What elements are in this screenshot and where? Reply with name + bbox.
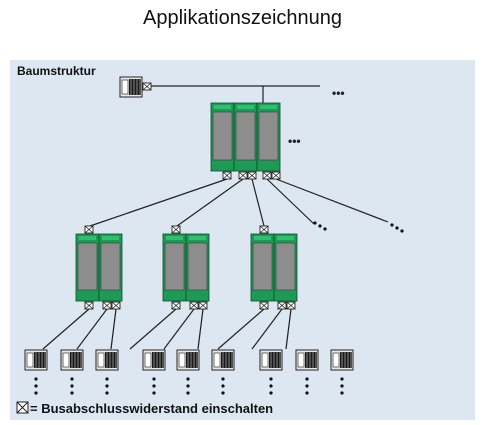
device-line [110, 308, 117, 350]
tree-structure-diagram: Baumstruktur = Busabschlusswiderstand ei… [10, 60, 475, 420]
end-device-continuation-dots [186, 377, 190, 395]
end-device-continuation-dots [340, 377, 344, 395]
branch-continuation-dots [390, 223, 404, 233]
legend: = Busabschlusswiderstand einschalten [16, 401, 273, 416]
master-terminator-icon [142, 82, 152, 91]
module-continuation-dots: ••• [288, 134, 301, 148]
device-line [251, 308, 283, 350]
sub-module-terminator-right1 [189, 301, 199, 310]
top-module-terminator-mid2 [247, 171, 257, 180]
top-module-terminator-right1 [262, 171, 272, 180]
device-line [76, 308, 108, 350]
page-title: Applikationszeichnung [142, 7, 343, 29]
branch-line [89, 178, 228, 227]
top-module-terminator-mid1 [238, 171, 248, 180]
sub-module-terminator-top [84, 225, 94, 234]
end-device-icon [176, 349, 200, 371]
legend-terminator-icon [16, 401, 29, 414]
end-device-continuation-dots [269, 377, 273, 395]
diagram-heading: Baumstruktur [17, 64, 96, 78]
sub-module-terminator-top [171, 225, 181, 234]
branch-line [176, 178, 244, 227]
end-device-icon [211, 349, 235, 371]
tree-drawing [24, 76, 404, 395]
device-line [163, 308, 195, 350]
end-device-icon [60, 349, 84, 371]
end-device-continuation-dots [221, 377, 225, 395]
end-device-continuation-dots [305, 377, 309, 395]
end-device-icon [295, 349, 319, 371]
branch-line [266, 178, 315, 225]
end-device-continuation-dots [105, 377, 109, 395]
top-module-icon [210, 102, 281, 172]
sub-module-terminator-right1 [277, 301, 287, 310]
branch-line [275, 178, 389, 223]
bus-continuation-dots: ••• [332, 86, 345, 100]
sub-module-icon [162, 233, 210, 302]
tree-structure-panel: Baumstruktur = Busabschlusswiderstand ei… [10, 60, 475, 420]
master-device-icon [119, 76, 143, 98]
sub-module-terminator-right2 [111, 301, 121, 310]
end-device-continuation-dots [34, 377, 38, 395]
device-line [197, 308, 204, 350]
end-device-icon [259, 349, 283, 371]
sub-module-terminator-left [171, 301, 181, 310]
sub-module-terminator-top [259, 225, 269, 234]
sub-module-icon [75, 233, 123, 302]
sub-module-terminator-right2 [198, 301, 208, 310]
end-device-icon [24, 349, 48, 371]
sub-module-icon [250, 233, 298, 302]
top-module-terminator-left [222, 171, 232, 180]
top-module-terminator-right2 [271, 171, 281, 180]
end-device-icon [95, 349, 119, 371]
end-device-icon [330, 349, 354, 371]
sub-module-terminator-left [259, 301, 269, 310]
device-line [129, 308, 177, 350]
device-line [42, 308, 90, 350]
legend-text: = Busabschlusswiderstand einschalten [30, 401, 273, 416]
end-device-continuation-dots [70, 377, 74, 395]
device-line [217, 308, 265, 350]
branch-line [251, 178, 265, 227]
sub-module-terminator-right1 [102, 301, 112, 310]
branch-continuation-dots [313, 221, 327, 231]
device-line [285, 308, 292, 350]
end-device-icon [142, 349, 166, 371]
end-device-continuation-dots [152, 377, 156, 395]
sub-module-terminator-right2 [286, 301, 296, 310]
sub-module-terminator-left [84, 301, 94, 310]
